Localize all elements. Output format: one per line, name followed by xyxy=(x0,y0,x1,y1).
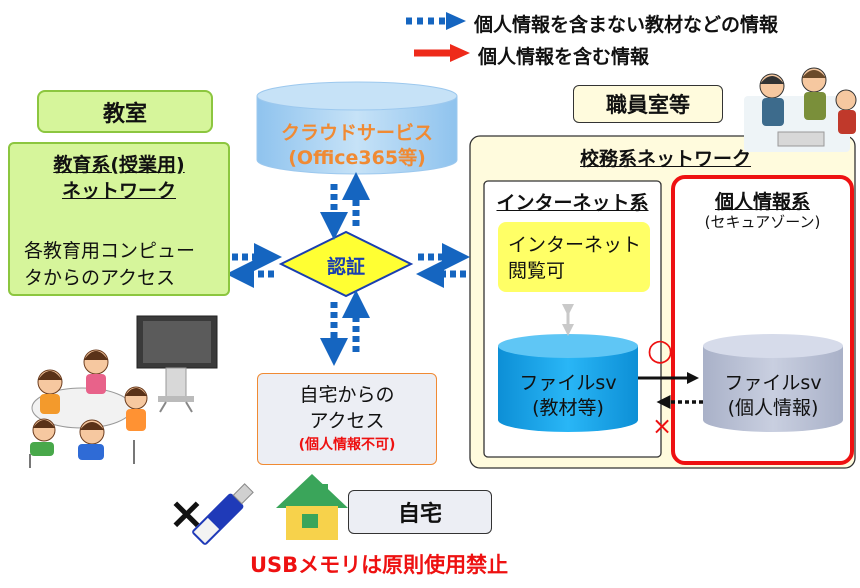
auth-diamond xyxy=(278,230,414,298)
browsing-box xyxy=(498,222,650,292)
classroom-network-line2: ネットワーク xyxy=(61,180,176,202)
home-access-line2: アクセス xyxy=(309,410,385,432)
cloud-label-line1: クラウドサービス xyxy=(280,122,433,144)
usb-prohibited-note: USBメモリは原則使用禁止 xyxy=(250,553,509,577)
ng-mark: × xyxy=(652,412,673,440)
staff-illustration xyxy=(744,67,857,152)
secure-zone-label: (セキュアゾーン) xyxy=(704,213,821,231)
file-server-personal-line2: (個人情報) xyxy=(727,397,819,419)
file-server-material-cylinder xyxy=(498,334,638,432)
browsing-line2: 閲覧可 xyxy=(508,260,566,282)
classroom-display-illustration xyxy=(136,315,218,413)
home-access-box: 自宅からの アクセス (個人情報不可) xyxy=(257,373,437,465)
classroom-title: 教室 xyxy=(37,90,213,133)
house-icon xyxy=(276,474,348,540)
cloud-cylinder xyxy=(256,81,458,175)
file-server-material-line2: (教材等) xyxy=(532,397,604,419)
ok-mark: ○ xyxy=(647,333,674,368)
staffroom-network-label: 校務系ネットワーク xyxy=(580,148,752,170)
home-access-line1: 自宅からの xyxy=(299,384,395,406)
legend-blue-label: 個人情報を含まない教材などの情報 xyxy=(474,14,779,36)
home-access-note: (個人情報不可) xyxy=(298,437,396,453)
usb-ng-mark: × xyxy=(168,488,205,539)
auth-arrows xyxy=(226,172,470,366)
personal-zone-label: 個人情報系 xyxy=(714,191,810,213)
file-server-personal-line1: ファイルsv xyxy=(724,372,822,394)
classroom-network-line1: 教育系(授業用) xyxy=(53,154,185,176)
home-title: 自宅 xyxy=(348,490,492,534)
staffroom-title: 職員室等 xyxy=(573,85,723,123)
legend-red-label: 個人情報を含む情報 xyxy=(478,46,650,68)
usb-stick-illustration xyxy=(192,483,254,545)
cloud-label-line2: (Office365等) xyxy=(288,147,426,169)
classroom-network-box: 教育系(授業用) ネットワーク 各教育用コンピュー タからのアクセス xyxy=(8,142,230,296)
legend-red-arrow xyxy=(414,44,470,62)
internet-zone-label: インターネット系 xyxy=(496,192,649,214)
legend-blue-arrow xyxy=(406,12,466,30)
auth-label: 認証 xyxy=(326,256,365,278)
file-server-personal-cylinder xyxy=(703,334,843,432)
classroom-access-line1: 各教育用コンピュー xyxy=(24,240,196,262)
browsing-line1: インターネット xyxy=(508,234,642,256)
classroom-access-line2: タからのアクセス xyxy=(24,267,176,289)
children-illustration xyxy=(29,349,148,468)
file-server-material-line1: ファイルsv xyxy=(519,372,617,394)
